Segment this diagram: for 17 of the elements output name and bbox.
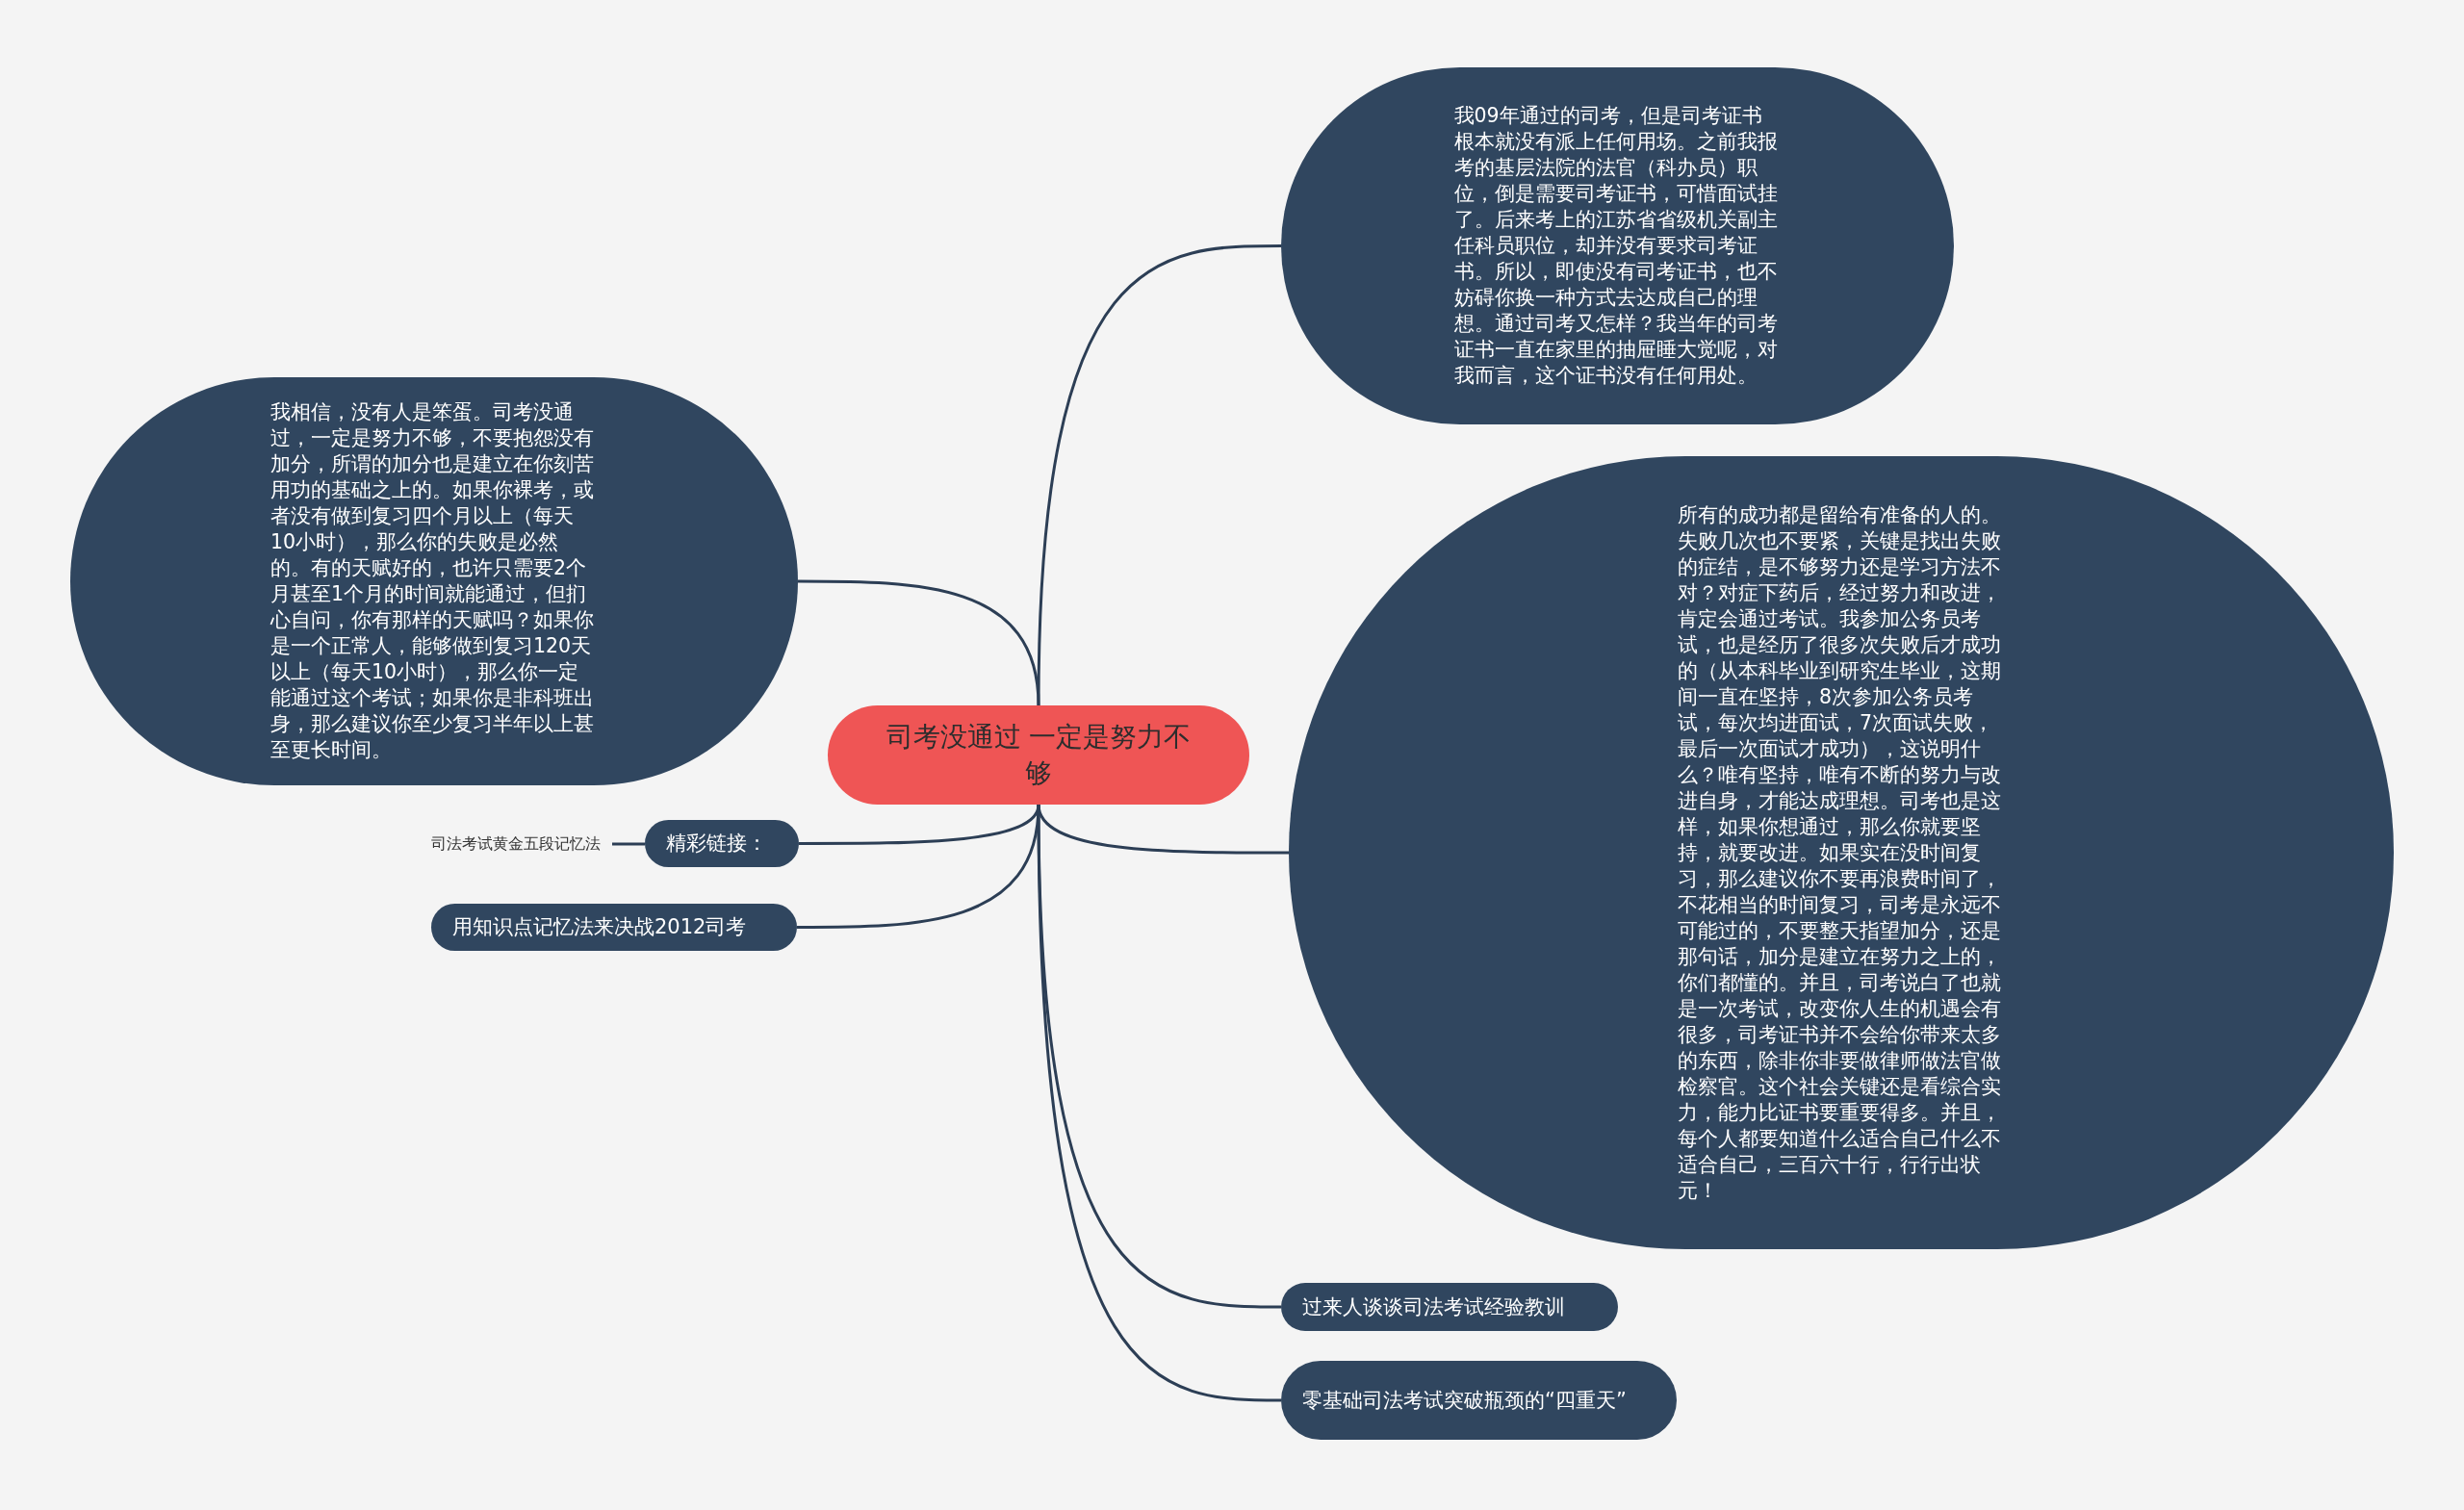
connector-line xyxy=(797,804,1040,929)
link-text: 零基础司法考试突破瓶颈的“四重天” xyxy=(1302,1387,1627,1414)
link-box xyxy=(1281,1283,1618,1331)
connector-line xyxy=(612,842,645,846)
link-text: 司法考试黄金五段记忆法 xyxy=(431,833,601,855)
link-box xyxy=(645,820,799,867)
paragraph-text: 我09年通过的司考，但是司考证书根本就没有派上任何用场。之前我报考的基层法院的法官（科办员）职位，倒是需要司考证书，可惜面试挂了。后来考上的江苏省省级机关副主任科员职位，却并没有要求司考证书。所以，即使没有司考证书，也不妨碍你换一种方式去达成自己的理想。通过司考又怎样？我当年的司考证书一直在家里的抽屉睡大觉呢，对我而言，这个证书没有任何用处。 xyxy=(1453,103,1779,389)
link-text: 精彩链接： xyxy=(666,831,767,857)
topic-text: 司考没通过 一定是努力不够 xyxy=(885,719,1193,791)
connector-line xyxy=(798,579,1040,706)
connector-line xyxy=(1037,244,1281,706)
connector-line xyxy=(1037,804,1281,1402)
link-text: 过来人谈谈司法考试经验教训 xyxy=(1302,1293,1565,1320)
link-text: 用知识点记忆法来决战2012司考 xyxy=(452,914,747,940)
paragraph-text: 我相信，没有人是笨蛋。司考没通过，一定是努力不够，不要抱怨没有加分，所谓的加分也是建立在你刻苦用功的基础之上的。如果你裸考，或者没有做到复习四个月以上（每天10小时），那么你的失败是必然的。有的天赋好的，也许只需要2个月甚至1个月的时间就能通过，但扪心自问，你有那样的天赋吗？如果你是一个正常人，能够做到复习120天以上（每天10小时），那么你一定能通过这个考试；如果你是非科班出身，那么建议你至少复习半年以上甚至更长时间。 xyxy=(270,399,595,763)
link-box xyxy=(431,904,797,951)
paragraph-text: 所有的成功都是留给有准备的人的。失败几次也不要紧，关键是找出失败的症结，是不够努力还是学习方法不对？对症下药后，经过努力和改进，肯定会通过考试。我参加公务员考试，也是经历了很多次失败后才成功的（从本科毕业到研究生毕业，这期间一直在坚持，8次参加公务员考试，每次均进面试，7次面试失败，最后一次面试才成功），这说明什么？唯有坚持，唯有不断的努力与改进自身，才能达成理想。司考也是这样，如果你想通过，那么你就要坚持，就要改进。如果实在没时间复习，那么建议你不要再浪费时间了，不花相当的时间复习，司考是永远不可能过的，不要整天指望加分，还是那句话，加分是建立在努力之上的，你们都懂的。并且，司考说白了也就是一次考试，改变你人生的机遇会有很多，司考证书并不会给你带来太多的东西，除非你非要做律师做法官做检察官。这个社会关键还是看综合实力，能力比证书要重要得多。并且，每个人都要知道什么适合自己什么不适合自己，三百六十行，行行出状元！ xyxy=(1678,501,2002,1204)
